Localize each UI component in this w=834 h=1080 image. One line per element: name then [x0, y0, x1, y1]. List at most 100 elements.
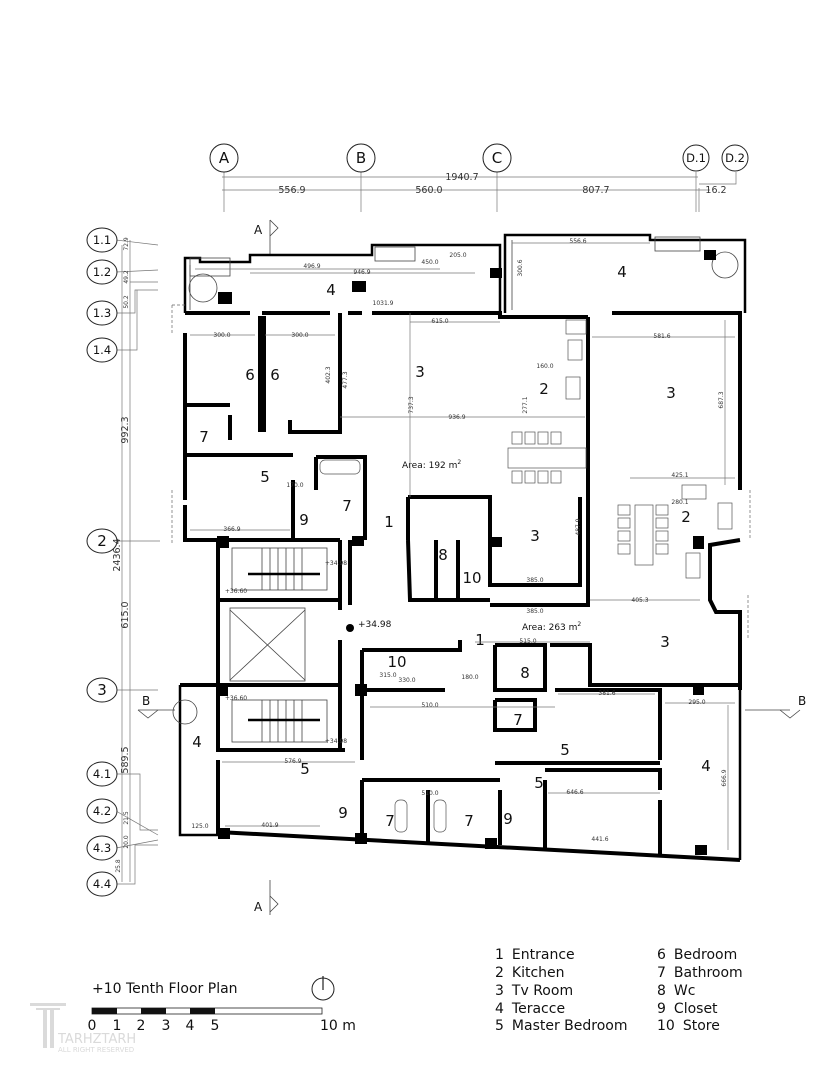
svg-text:72.9: 72.9 — [123, 237, 130, 251]
room-terrace: 4 — [701, 757, 711, 775]
terraces — [171, 233, 751, 640]
svg-text:405.3: 405.3 — [631, 597, 648, 604]
room-bathroom: 7 — [385, 812, 395, 830]
room-terrace: 4 — [326, 281, 336, 299]
svg-text:0: 0 — [88, 1018, 97, 1034]
svg-text:21.5: 21.5 — [123, 811, 130, 825]
svg-text:450.0: 450.0 — [421, 259, 438, 266]
row-bubble-3: 3 — [86, 677, 118, 703]
svg-text:20.0: 20.0 — [123, 835, 130, 849]
room-entrance: 1 — [384, 513, 394, 531]
level-marker-icon — [346, 624, 354, 632]
svg-text:576.9: 576.9 — [284, 758, 301, 765]
svg-text:280.1: 280.1 — [671, 499, 688, 506]
svg-text:381.6: 381.6 — [598, 690, 615, 697]
section-a-bottom: A — [254, 900, 263, 914]
svg-text:1.4: 1.4 — [93, 343, 111, 357]
svg-text:385.0: 385.0 — [526, 608, 543, 615]
room-store: 10 — [387, 653, 406, 671]
row-bubble-4-1: 4.1 — [86, 761, 118, 787]
svg-text:737.3: 737.3 — [408, 396, 415, 413]
room-kitchen: 2 — [681, 508, 691, 526]
room-bedroom: 6 — [270, 366, 280, 384]
column-bubble-b: B — [346, 143, 376, 173]
dim-row-615: 615.0 — [120, 601, 131, 628]
row-bubble-1-2: 1.2 — [86, 259, 118, 285]
section-a-top: A — [254, 223, 263, 237]
svg-text:3: 3 — [97, 681, 107, 699]
room-bathroom: 7 — [342, 497, 352, 515]
svg-text:1.2: 1.2 — [93, 265, 111, 279]
svg-text:946.9: 946.9 — [353, 269, 370, 276]
furniture — [172, 319, 733, 833]
room-wc: 8 — [520, 664, 530, 682]
room-master-bedroom: 5 — [300, 760, 310, 778]
room-master-bedroom: 5 — [534, 774, 544, 792]
svg-text:496.9: 496.9 — [303, 263, 320, 270]
svg-text:A: A — [219, 149, 230, 167]
svg-text:615.0: 615.0 — [431, 318, 448, 325]
svg-text:277.1: 277.1 — [522, 396, 529, 413]
svg-text:477.3: 477.3 — [342, 371, 349, 388]
column-grid: A B C D.1 D.2 1940.7 556.9 560.0 807.7 1… — [209, 143, 749, 212]
svg-text:4.1: 4.1 — [93, 767, 111, 781]
svg-text:487.9: 487.9 — [575, 518, 582, 535]
room-kitchen: 2 — [539, 380, 549, 398]
room-wc: 8 — [438, 546, 448, 564]
dim-total-columns: 1940.7 — [445, 172, 478, 183]
column-bubble-a: A — [209, 143, 239, 173]
room-entrance: 1 — [475, 631, 485, 649]
room-master-bedroom: 5 — [560, 741, 570, 759]
svg-text:D.2: D.2 — [725, 151, 745, 165]
svg-text:300.0: 300.0 — [291, 332, 308, 339]
room-tv: 3 — [415, 363, 425, 381]
svg-text:589.5: 589.5 — [120, 746, 131, 773]
svg-text:4.3: 4.3 — [93, 841, 111, 855]
svg-text:1.1: 1.1 — [93, 233, 111, 247]
svg-text:ALL RIGHT RESERVED: ALL RIGHT RESERVED — [58, 1046, 134, 1054]
row-bubble-2: 2 — [86, 528, 118, 554]
svg-text:4.2: 4.2 — [93, 804, 111, 818]
row-grid: 1.1 1.2 1.3 1.4 2 3 4.1 4.2 4.3 4.4 72.9… — [86, 227, 160, 897]
dim-row-992: 992.3 — [120, 416, 131, 443]
svg-text:666.9: 666.9 — [721, 769, 728, 786]
svg-text:581.6: 581.6 — [653, 333, 670, 340]
svg-text:C: C — [492, 149, 502, 167]
svg-text:441.6: 441.6 — [591, 836, 608, 843]
row-bubble-1-1: 1.1 — [86, 227, 118, 253]
svg-text:4.4: 4.4 — [93, 877, 111, 891]
section-b-left: B — [142, 694, 150, 708]
svg-text:2: 2 — [137, 1018, 146, 1034]
svg-text:300.0: 300.0 — [213, 332, 230, 339]
row-bubble-4-4: 4.4 — [86, 871, 118, 897]
dimension-labels: 496.9 946.9 1031.9 205.0 450.0 556.6 300… — [190, 238, 735, 850]
svg-text:D.1: D.1 — [686, 151, 706, 165]
stair-core — [229, 547, 328, 743]
area-unit-1: Area: 192 m2 — [402, 459, 461, 471]
dim-b-c: 560.0 — [415, 185, 442, 196]
room-terrace: 4 — [192, 733, 202, 751]
north-arrow-icon — [311, 976, 335, 1001]
elevation-lobby: +34.98 — [358, 620, 392, 630]
svg-text:1.3: 1.3 — [93, 306, 111, 320]
elevation-stair: +36.60 — [225, 588, 247, 595]
elevation-stair: +34.98 — [325, 738, 347, 745]
svg-text:330.0: 330.0 — [398, 677, 415, 684]
svg-text:510.0: 510.0 — [421, 702, 438, 709]
svg-text:1031.9: 1031.9 — [373, 300, 394, 307]
svg-text:B: B — [356, 149, 366, 167]
room-tv: 3 — [666, 384, 676, 402]
column-bubble-c: C — [482, 143, 512, 173]
room-bathroom: 7 — [464, 812, 474, 830]
row-bubble-1-3: 1.3 — [86, 300, 118, 326]
svg-text:295.0: 295.0 — [688, 699, 705, 706]
